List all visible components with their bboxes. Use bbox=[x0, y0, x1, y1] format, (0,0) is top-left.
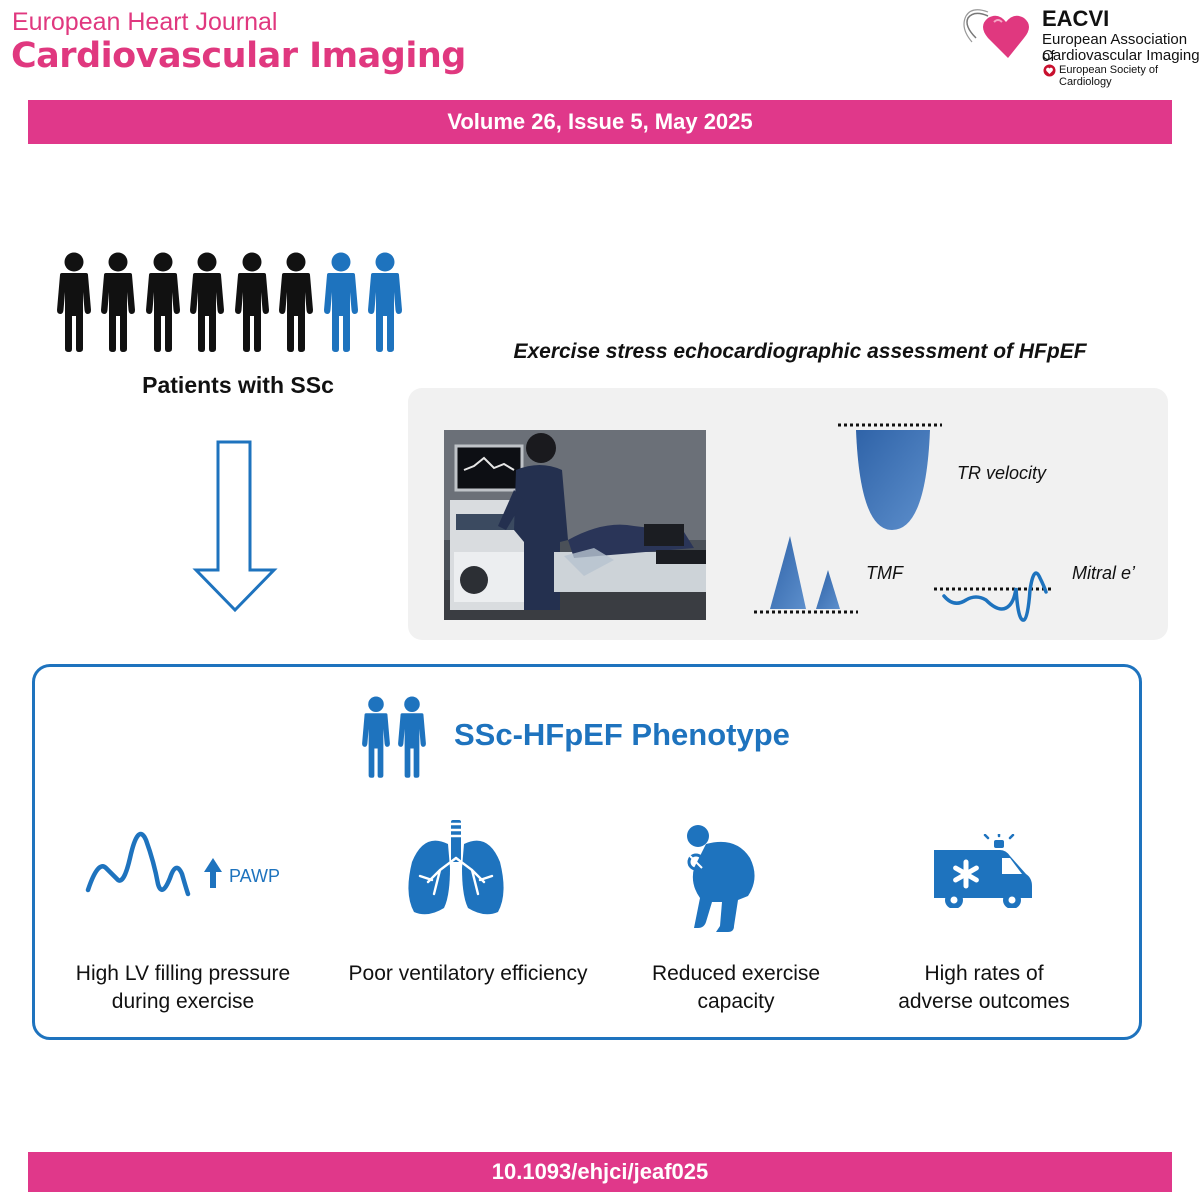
eacvi-heart-logo-icon bbox=[963, 9, 1029, 58]
ambulance-icon bbox=[934, 834, 1032, 908]
esc-logo-icon bbox=[1043, 64, 1056, 77]
finding-caption-4-line2: adverse outcomes bbox=[898, 990, 1070, 1013]
finding-caption-4-line1: High rates of bbox=[924, 962, 1044, 985]
tired-person-icon bbox=[687, 825, 755, 932]
society-abbreviation: EACVI bbox=[1042, 6, 1110, 31]
patients-group-icon bbox=[57, 252, 402, 352]
exercise-echo-photo bbox=[444, 430, 706, 620]
pawp-label: PAWP bbox=[229, 866, 281, 886]
tr-velocity-waveform-icon bbox=[838, 423, 942, 530]
exercise-assessment-title: Exercise stress echocardiographic assess… bbox=[513, 340, 1087, 363]
phenotype-title: SSc-HFpEF Phenotype bbox=[454, 717, 790, 752]
society-name-line1: European Association of bbox=[1042, 31, 1188, 65]
finding-caption-2: Poor ventilatory efficiency bbox=[338, 960, 598, 988]
tmf-label: TMF bbox=[866, 563, 903, 583]
down-arrow-icon bbox=[192, 440, 278, 613]
finding-caption-4: High rates of adverse outcomes bbox=[854, 960, 1114, 1016]
doi-banner: 10.1093/ehjci/jeaf025 bbox=[28, 1152, 1172, 1192]
journal-name-line1: European Heart Journal bbox=[12, 8, 278, 36]
mitral-e-prime-label: Mitral e’ bbox=[1072, 563, 1136, 583]
mitral-e-prime-waveform-icon bbox=[934, 571, 1052, 622]
finding-caption-1-line1: High LV filling pressure bbox=[75, 962, 291, 985]
patients-label: Patients with SSc bbox=[142, 372, 334, 398]
pressure-wave-icon bbox=[85, 831, 222, 897]
phenotype-pair-icon bbox=[362, 696, 426, 778]
journal-name-line2: Cardiovascular Imaging bbox=[11, 36, 466, 76]
finding-caption-1: High LV filling pressure during exercise bbox=[53, 960, 313, 1016]
lungs-icon bbox=[408, 820, 504, 915]
finding-caption-3-line2: capacity bbox=[697, 990, 775, 1013]
phenotype-box bbox=[32, 664, 1142, 1040]
issue-banner: Volume 26, Issue 5, May 2025 bbox=[28, 100, 1172, 144]
society-name-line2: Cardiovascular Imaging bbox=[1042, 47, 1200, 64]
tr-velocity-label: TR velocity bbox=[957, 463, 1047, 483]
tmf-waveform-icon bbox=[754, 536, 858, 614]
finding-caption-2-line1: Poor ventilatory efficiency bbox=[348, 962, 588, 985]
finding-caption-1-line2: during exercise bbox=[111, 990, 255, 1013]
finding-caption-3: Reduced exercise capacity bbox=[606, 960, 866, 1016]
finding-caption-3-line1: Reduced exercise bbox=[651, 962, 821, 985]
parent-society-name: European Society of Cardiology bbox=[1059, 64, 1159, 88]
